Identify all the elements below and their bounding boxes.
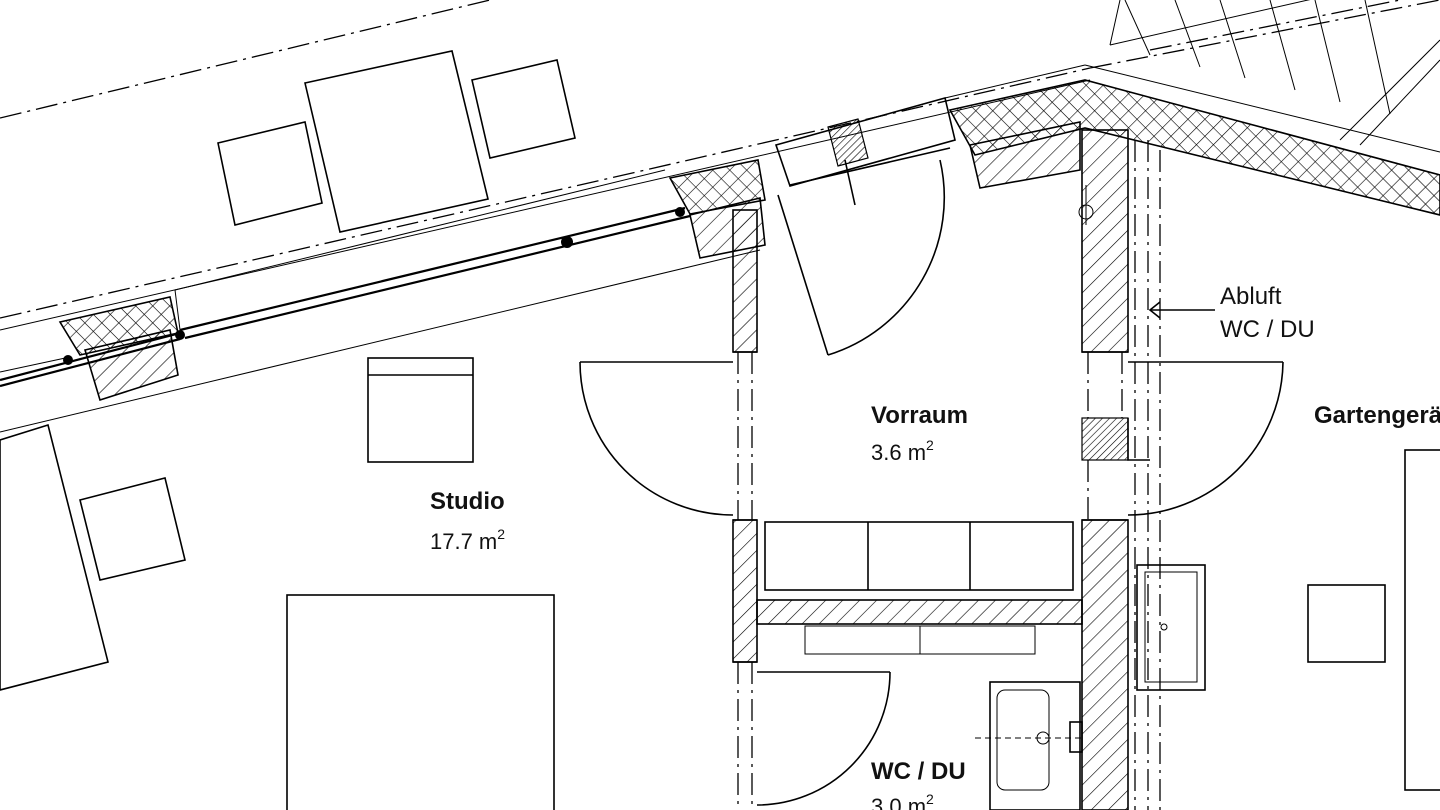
exterior-terrace <box>0 0 1440 331</box>
studio-room-area: 17.7 m2 <box>430 526 505 554</box>
top-right-slats <box>1109 0 1440 146</box>
studio-room-name: Studio <box>430 488 505 515</box>
right-facade <box>944 0 1440 216</box>
sloped-facade <box>0 97 956 433</box>
wcdu-room-area: 3.0 m2 <box>871 791 934 810</box>
vorraum-room-name: Vorraum <box>871 402 968 429</box>
wc-fixtures <box>975 681 1083 810</box>
vorraum-room-area: 3.6 m2 <box>871 437 934 465</box>
studio-furniture <box>0 357 555 810</box>
garden-room-name: Gartengeräteraum <box>1314 402 1440 429</box>
doors <box>579 159 1284 806</box>
wcdu-room-name: WC / DU <box>871 758 966 785</box>
abluft-label-line1: Abluft <box>1220 283 1282 310</box>
abluft-arrow <box>1078 185 1215 319</box>
abluft-label-line2: WC / DU <box>1220 316 1315 343</box>
vorraum-walls <box>732 129 1161 810</box>
garden-fixtures <box>1136 449 1440 791</box>
